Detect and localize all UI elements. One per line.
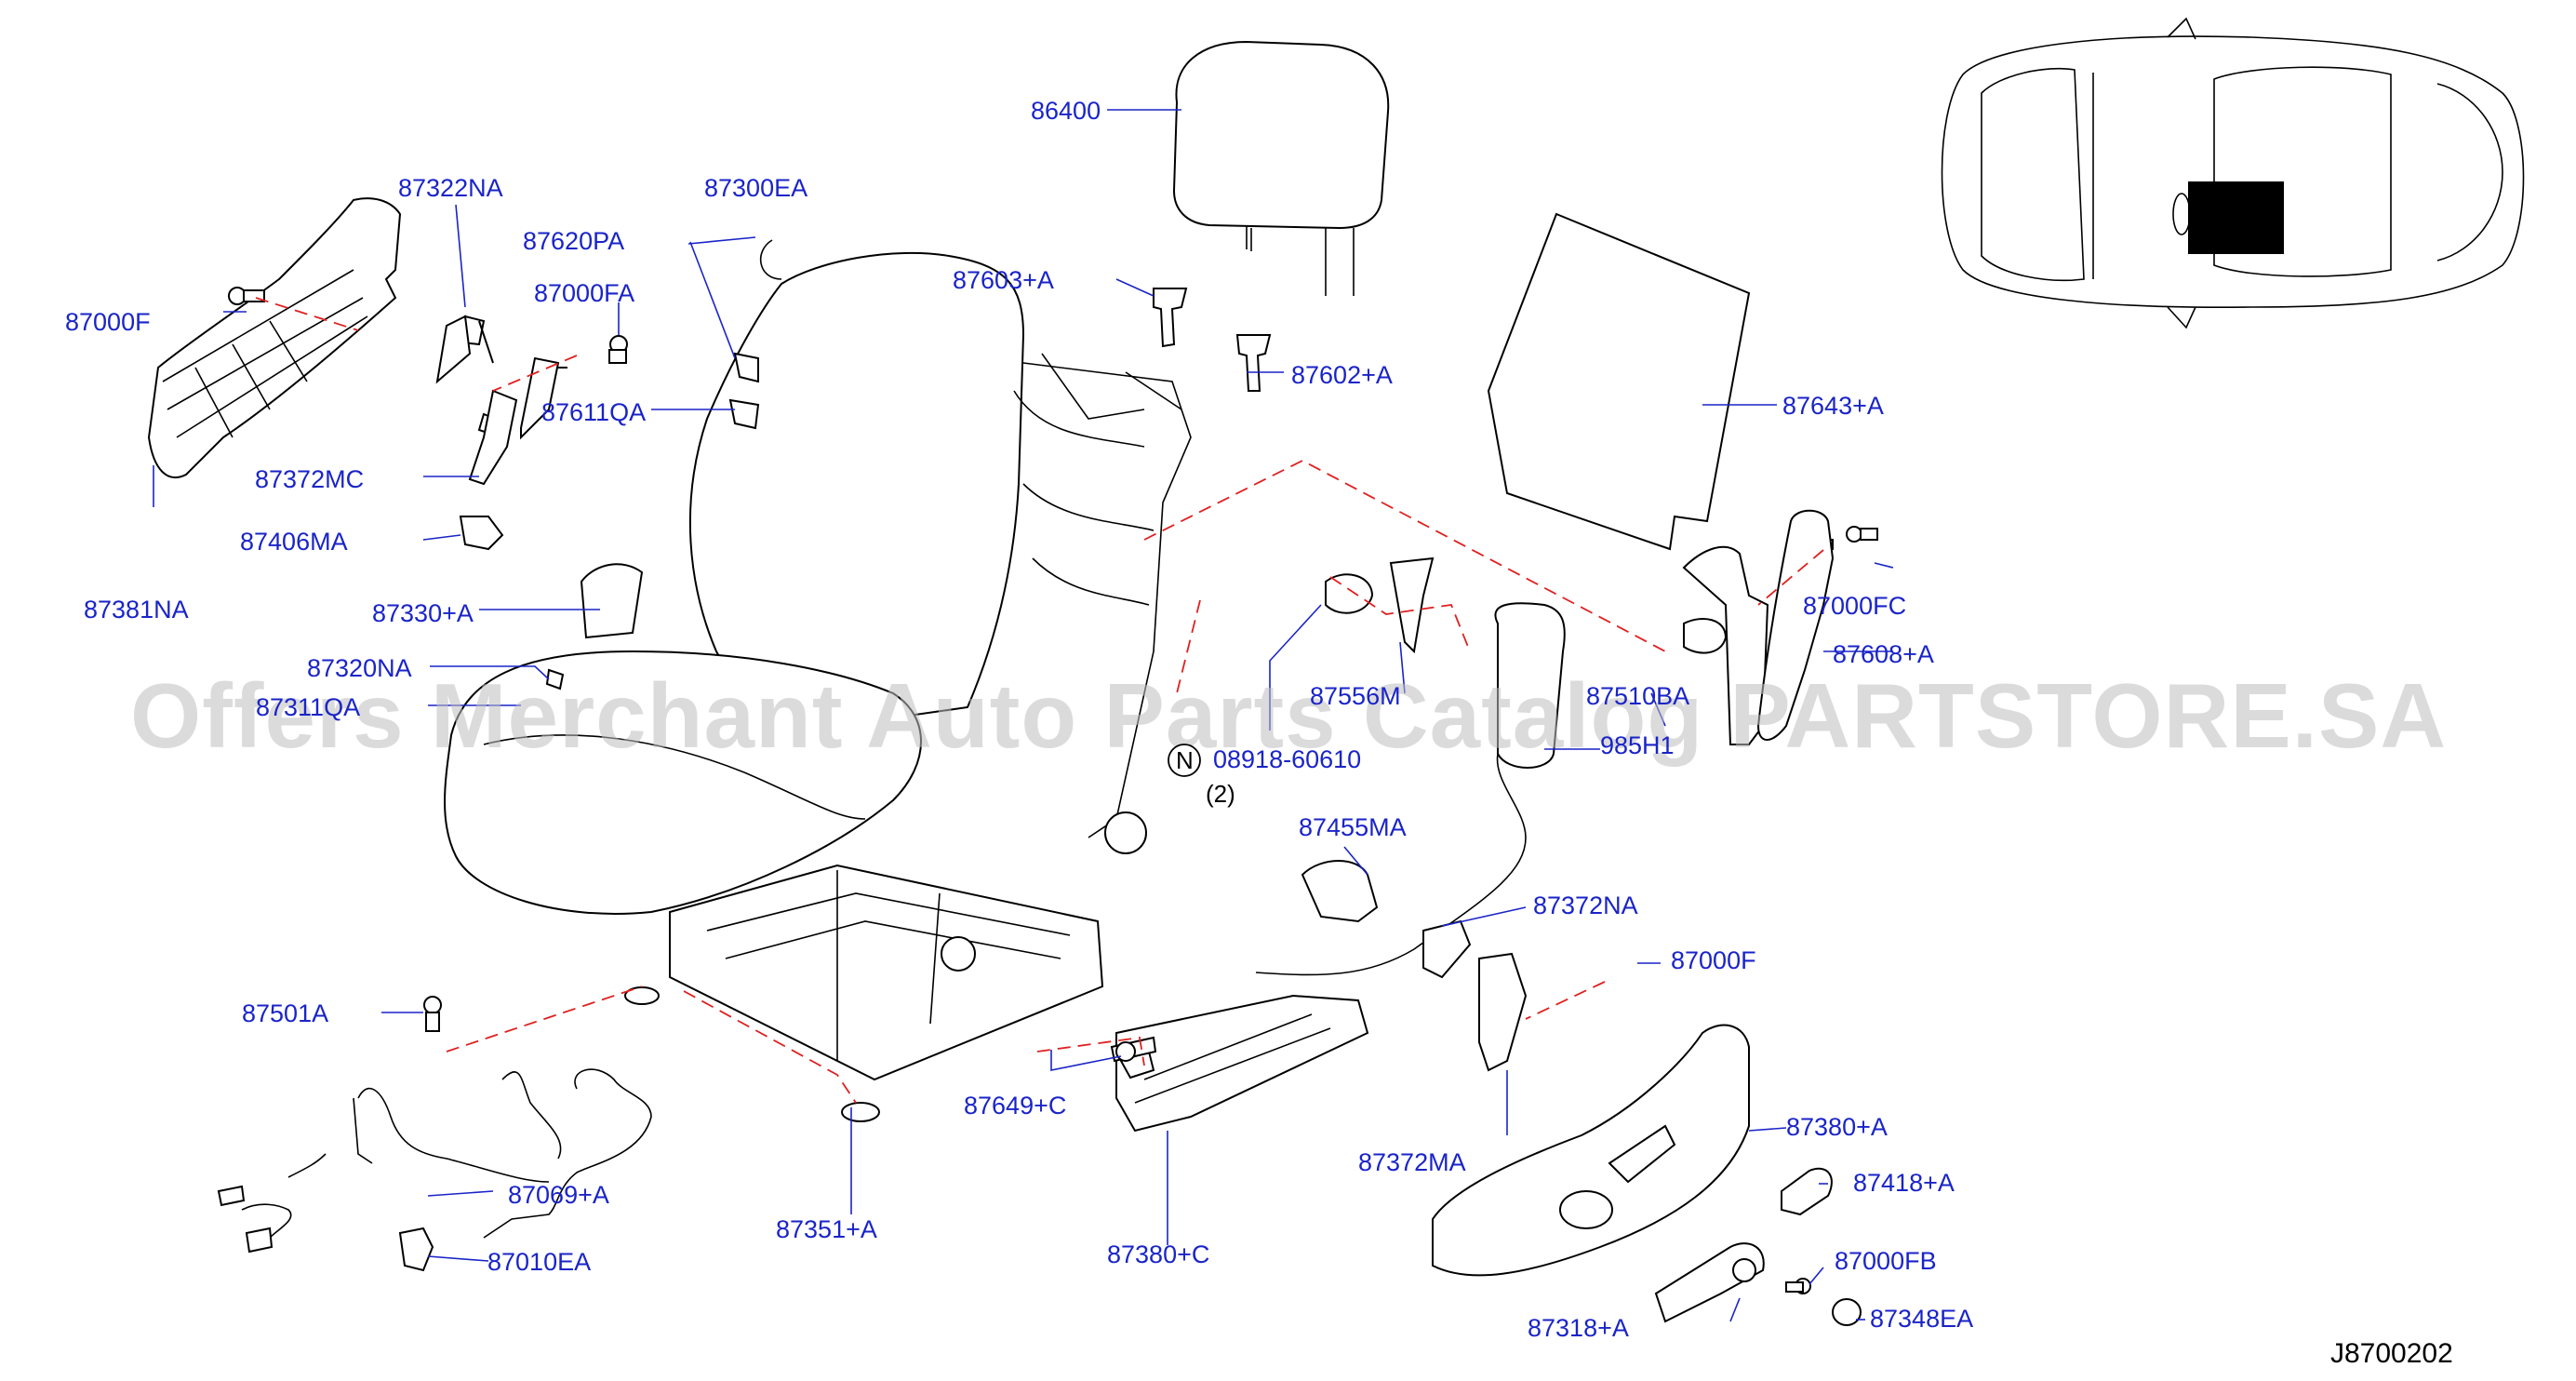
label-87603A[interactable]: 87603+A bbox=[953, 266, 1054, 294]
label-87510BA[interactable]: 87510BA bbox=[1586, 682, 1689, 710]
label-87602A[interactable]: 87602+A bbox=[1291, 361, 1393, 389]
leader-lines bbox=[153, 109, 1894, 1322]
label-87380C[interactable]: 87380+C bbox=[1107, 1240, 1209, 1268]
label-87311QA[interactable]: 87311QA bbox=[256, 693, 360, 721]
label-87455MA[interactable]: 87455MA bbox=[1299, 813, 1407, 841]
wire-harness-illustration bbox=[217, 1068, 652, 1272]
label-87501A[interactable]: 87501A bbox=[242, 999, 328, 1027]
label-87649C[interactable]: 87649+C bbox=[964, 1092, 1066, 1120]
note-symbol: N (2) bbox=[1168, 744, 1235, 808]
label-87000F-right[interactable]: 87000F bbox=[1671, 946, 1756, 974]
label-87318A[interactable]: 87318+A bbox=[1528, 1314, 1629, 1342]
headrest-illustration bbox=[1172, 40, 1390, 296]
label-87300EA[interactable]: 87300EA bbox=[704, 174, 808, 202]
label-87620PA[interactable]: 87620PA bbox=[523, 227, 624, 255]
label-87322NA[interactable]: 87322NA bbox=[398, 174, 503, 202]
part-labels: 86400 87322NA 87300EA 87620PA 87000FA 87… bbox=[65, 97, 1973, 1342]
label-87608A[interactable]: 87608+A bbox=[1833, 640, 1934, 668]
label-87380A[interactable]: 87380+A bbox=[1786, 1113, 1888, 1141]
label-87330A[interactable]: 87330+A bbox=[372, 599, 474, 627]
side-shield-left-illustration bbox=[147, 197, 402, 479]
label-87320NA[interactable]: 87320NA bbox=[307, 654, 412, 682]
label-87372NA[interactable]: 87372NA bbox=[1533, 892, 1638, 919]
label-87406MA[interactable]: 87406MA bbox=[240, 528, 348, 556]
watermark: Offers Merchant Auto Parts Catalog PARTS… bbox=[130, 664, 2447, 767]
label-985H1[interactable]: 985H1 bbox=[1600, 731, 1675, 759]
small-parts-left-illustration bbox=[228, 239, 782, 690]
label-87372MA[interactable]: 87372MA bbox=[1358, 1148, 1466, 1176]
label-87010EA[interactable]: 87010EA bbox=[487, 1248, 591, 1276]
note-symbol-letter: N bbox=[1176, 746, 1194, 774]
side-cover-right-illustration bbox=[1432, 1024, 1862, 1326]
label-87000F-left[interactable]: 87000F bbox=[65, 308, 151, 336]
label-87069A[interactable]: 87069+A bbox=[508, 1181, 609, 1209]
car-locator-illustration bbox=[1941, 17, 2525, 329]
label-87372MC[interactable]: 87372MC bbox=[255, 465, 364, 493]
seat-back-board-illustration bbox=[1487, 212, 1751, 551]
small-parts-mid-illustration bbox=[1153, 288, 1834, 976]
label-08918-60610[interactable]: 08918-60610 bbox=[1213, 745, 1361, 773]
seat-location-marker bbox=[2188, 181, 2284, 254]
label-87351A[interactable]: 87351+A bbox=[776, 1215, 877, 1243]
seat-assembly-illustration bbox=[444, 251, 1192, 1122]
label-87381NA[interactable]: 87381NA bbox=[84, 596, 189, 623]
label-87000FB[interactable]: 87000FB bbox=[1835, 1247, 1937, 1275]
label-87000FA[interactable]: 87000FA bbox=[534, 279, 634, 307]
label-87348EA[interactable]: 87348EA bbox=[1870, 1305, 1973, 1333]
trim-right-illustration bbox=[1756, 509, 1878, 741]
note-quantity: (2) bbox=[1206, 780, 1235, 808]
label-87643A[interactable]: 87643+A bbox=[1782, 392, 1884, 420]
label-87611QA[interactable]: 87611QA bbox=[541, 398, 646, 426]
diagram-code: J8700202 bbox=[2330, 1338, 2453, 1369]
label-87556M[interactable]: 87556M bbox=[1310, 682, 1401, 710]
label-87418A[interactable]: 87418+A bbox=[1853, 1169, 1955, 1197]
label-86400[interactable]: 86400 bbox=[1031, 97, 1101, 125]
label-87000FC[interactable]: 87000FC bbox=[1803, 592, 1906, 620]
small-parts-lower-illustration bbox=[423, 860, 1528, 1133]
assembly-guide-lines bbox=[255, 297, 1824, 1104]
